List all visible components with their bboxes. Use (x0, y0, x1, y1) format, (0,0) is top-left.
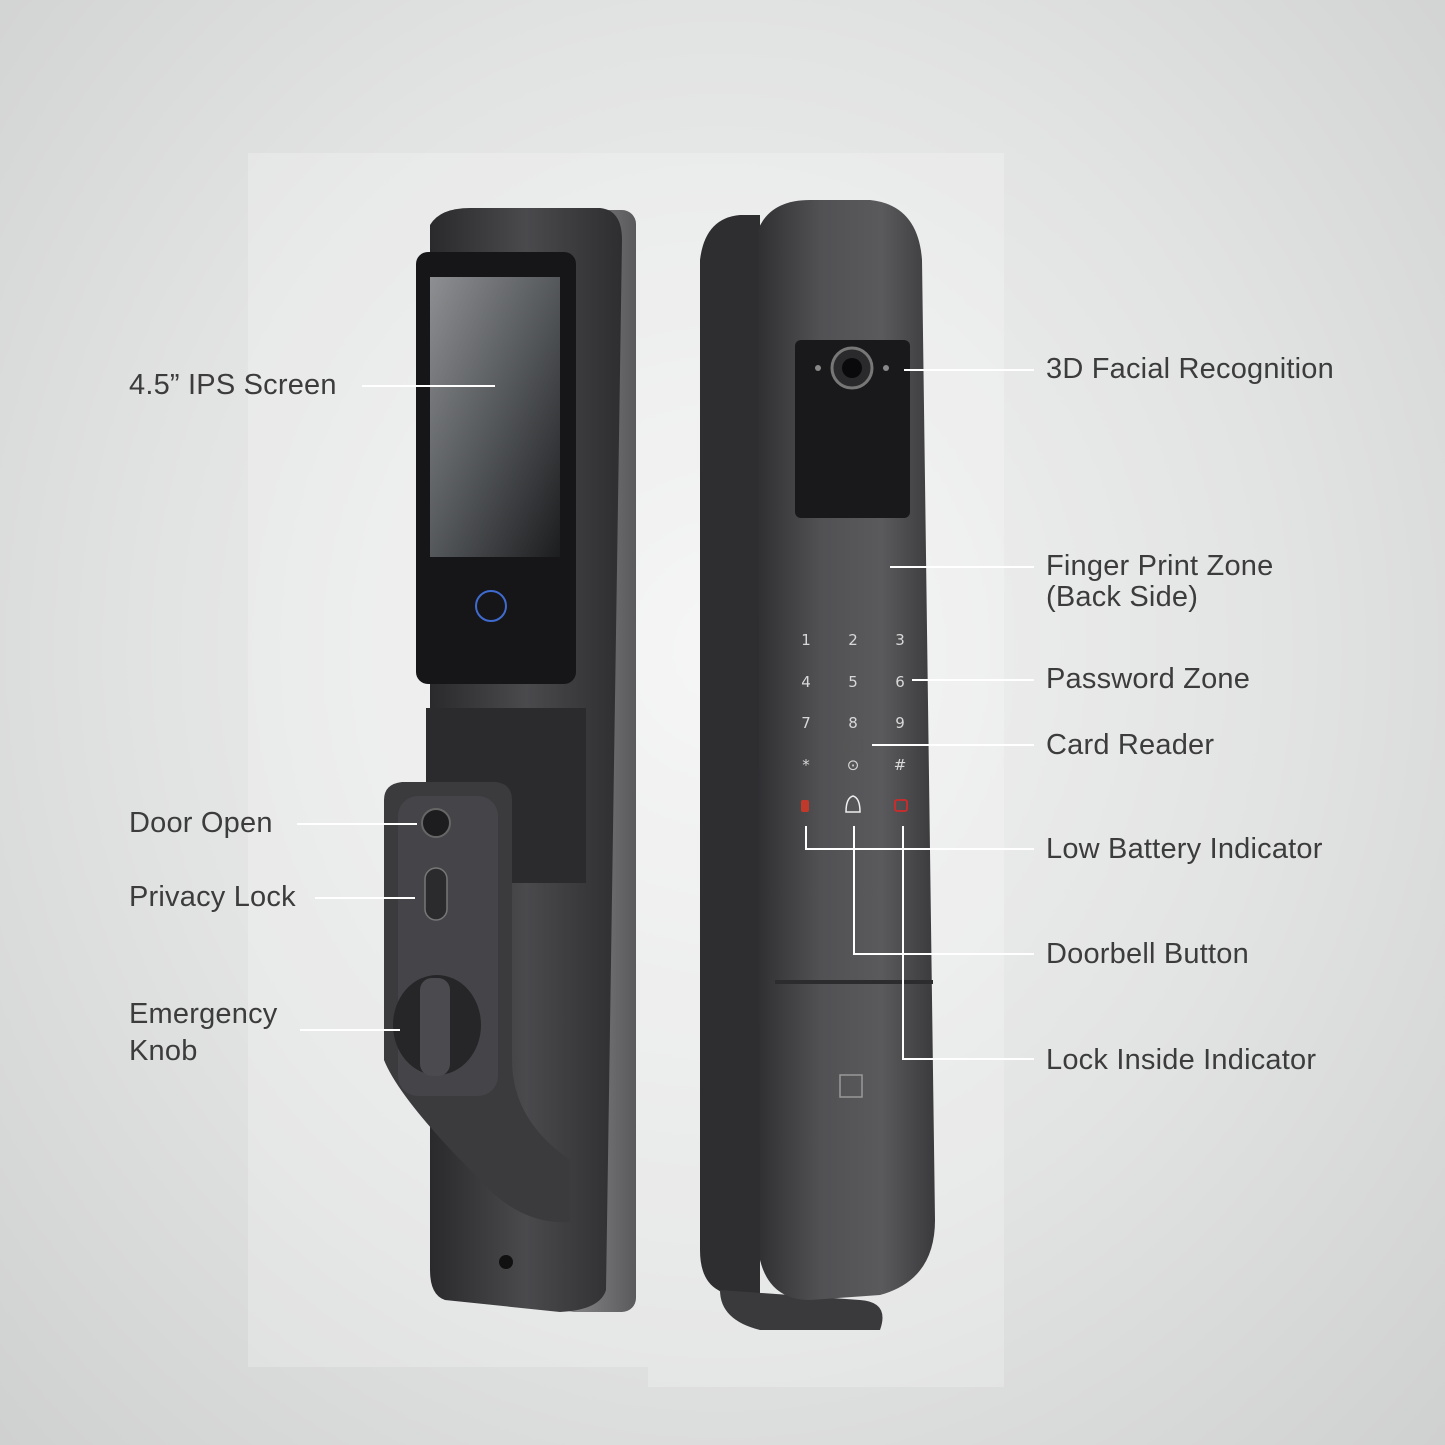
label-finger-print: Finger Print Zone(Back Side) (1046, 550, 1274, 613)
keypad-key[interactable]: ⊙ (846, 756, 860, 774)
keypad-key[interactable]: 4 (801, 673, 811, 691)
label-door-open: Door Open (129, 807, 273, 839)
leader-doorbell-v (853, 826, 855, 955)
label-password-zone: Password Zone (1046, 663, 1251, 695)
keypad-key[interactable]: # (893, 756, 907, 774)
label-lock-inside: Lock Inside Indicator (1046, 1044, 1317, 1076)
leader-lock-inside-v (902, 826, 904, 1060)
keypad-key[interactable]: 2 (848, 631, 858, 649)
interior-lock-unit (384, 208, 636, 1312)
keypad-key[interactable]: 9 (895, 714, 905, 732)
label-card-reader: Card Reader (1046, 729, 1215, 761)
keypad-key[interactable]: 1 (801, 631, 811, 649)
keypad-key[interactable]: 3 (895, 631, 905, 649)
leader-door-open (297, 823, 417, 825)
leader-password-zone (912, 679, 1034, 681)
exterior-lock-unit (700, 200, 935, 1330)
leader-lock-inside-h (902, 1058, 1034, 1060)
label-ips-screen: 4.5” IPS Screen (129, 369, 337, 401)
keypad-key[interactable]: 8 (848, 714, 858, 732)
leader-doorbell-h (853, 953, 1034, 955)
leader-facial-recognition (904, 369, 1034, 371)
keypad-key[interactable]: * (802, 756, 810, 774)
label-low-battery: Low Battery Indicator (1046, 833, 1323, 865)
leader-ips-screen (362, 385, 495, 387)
keypad-key[interactable]: 6 (895, 673, 905, 691)
leader-privacy-lock (315, 897, 415, 899)
leader-emergency-knob (300, 1029, 400, 1031)
label-doorbell: Doorbell Button (1046, 938, 1249, 970)
label-facial-recognition: 3D Facial Recognition (1046, 353, 1334, 385)
keypad-key[interactable]: 5 (848, 673, 858, 691)
label-privacy-lock: Privacy Lock (129, 881, 296, 913)
leader-finger-print (890, 566, 1034, 568)
keypad-key[interactable]: 7 (801, 714, 811, 732)
leader-low-battery-h (805, 848, 1034, 850)
leader-card-reader (872, 744, 1034, 746)
leader-low-battery-v (805, 826, 807, 850)
